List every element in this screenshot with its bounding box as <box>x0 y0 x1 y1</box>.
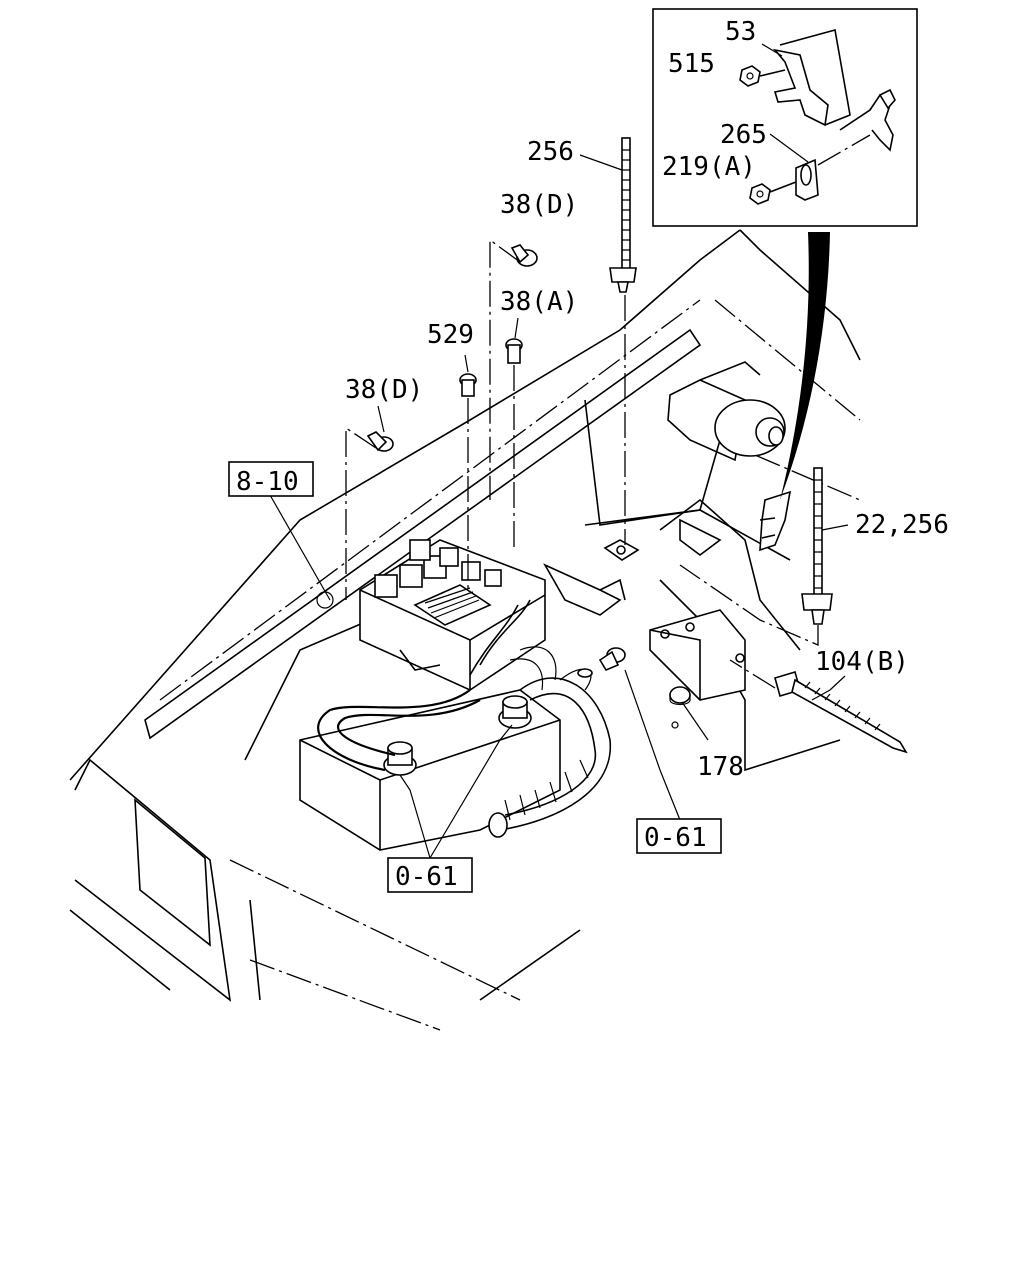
bolt-38a <box>505 338 523 550</box>
part-labels: 53 515 265 219(A) 256 38(D) 38(A) 529 38… <box>345 17 949 782</box>
wiper-motor <box>667 361 786 462</box>
label-38d-left: 38(D) <box>345 375 423 405</box>
label-178: 178 <box>697 752 744 782</box>
label-53: 53 <box>725 17 756 47</box>
label-529: 529 <box>427 320 474 350</box>
ref-box-0-61-right <box>636 818 722 854</box>
cable-tie-22-256 <box>679 467 833 646</box>
detail-inset <box>652 8 918 227</box>
label-256: 256 <box>527 137 574 167</box>
ref-0-61-left: 0-61 <box>395 862 458 892</box>
label-38a: 38(A) <box>500 287 578 317</box>
label-22-256: 22,256 <box>855 510 949 540</box>
label-38d-top: 38(D) <box>500 190 578 220</box>
bolt-38d-left <box>345 426 394 600</box>
bolt-529 <box>459 373 477 590</box>
leader-lines <box>269 43 849 859</box>
ref-0-61-right: 0-61 <box>644 823 707 853</box>
label-219a: 219(A) <box>662 152 756 182</box>
plug-178 <box>669 686 691 729</box>
cable-tie-256 <box>609 137 637 545</box>
tie-clip-seat <box>603 539 640 561</box>
inset-leader <box>780 232 830 500</box>
reference-labels: 8-10 0-61 0-61 <box>228 461 722 893</box>
ref-8-10: 8-10 <box>236 467 299 497</box>
fuse-relay-box <box>359 539 626 691</box>
ref-box-8-10 <box>228 461 314 497</box>
cable-tie-104b <box>729 659 908 754</box>
bolt-38d-top <box>489 238 538 500</box>
label-515: 515 <box>668 49 715 79</box>
wiring-harness <box>317 599 611 838</box>
battery <box>299 689 561 851</box>
label-265: 265 <box>720 120 767 150</box>
harness-bracket <box>649 518 746 701</box>
label-104b: 104(B) <box>815 647 909 677</box>
bolt-0-61-ground <box>598 647 626 672</box>
ref-box-0-61-left <box>387 857 473 893</box>
clip-bracket-53 <box>759 490 792 552</box>
vehicle-body <box>69 229 861 1031</box>
